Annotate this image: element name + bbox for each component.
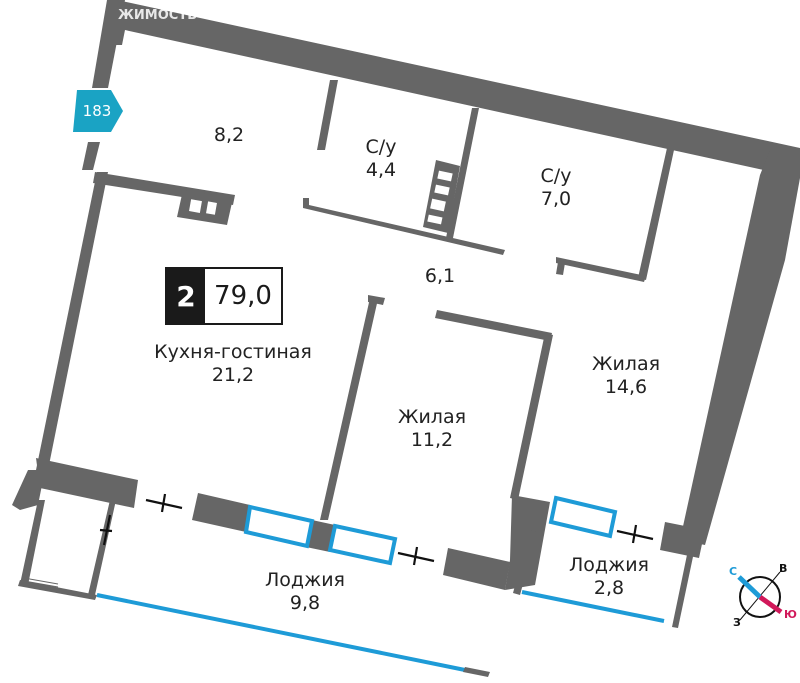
- outer-wall-left: [36, 172, 108, 470]
- loggia1-bottom-small: [18, 580, 97, 600]
- loggia2-left-wall: [513, 530, 537, 595]
- loggia1-partition: [88, 500, 116, 595]
- room-name: Жилая: [397, 406, 467, 428]
- vent-shaft: [177, 190, 233, 225]
- compass-south-label: Ю: [784, 608, 797, 621]
- compass-east-label: В: [779, 562, 788, 575]
- room-name: Кухня-гостиная: [154, 341, 312, 363]
- compass-north-label: С: [729, 565, 738, 578]
- south-wall-block-1: [192, 493, 250, 532]
- room-area: 2,8: [593, 577, 625, 599]
- room-area: 6,1: [424, 265, 456, 287]
- outer-wall-left-mid: [82, 142, 100, 170]
- room-area: 14,6: [604, 376, 648, 398]
- pentagon-badge-icon: [73, 90, 123, 132]
- bath2-door-stub: [556, 262, 565, 275]
- loggia2-right-wall: [672, 550, 694, 628]
- room-area: 8,2: [213, 124, 245, 146]
- south-corner-block: [12, 470, 45, 510]
- area-summary: 2 79,0: [165, 267, 283, 325]
- compass-icon: [737, 571, 783, 621]
- room-area: 11,2: [410, 429, 454, 451]
- room-loggia-1: Лоджия 9,8: [265, 569, 345, 615]
- south-wall-block-3: [443, 548, 510, 590]
- south-wall-block-5: [660, 522, 705, 558]
- apartment-number-badge: 183: [73, 90, 125, 132]
- room-bathroom-1: С/у 4,4: [366, 136, 397, 182]
- bedroom1-right-wall: [510, 333, 553, 500]
- outer-wall-top: [107, 0, 800, 178]
- south-wall-left: [36, 458, 138, 508]
- bath2-right-wall: [638, 148, 674, 280]
- side-window: [23, 577, 59, 588]
- window-3: [548, 495, 618, 539]
- door-symbol-2: [397, 546, 435, 566]
- room-name: Лоджия: [569, 554, 649, 576]
- room-name: С/у: [365, 136, 397, 158]
- room-bathroom-2: С/у 7,0: [541, 165, 572, 211]
- bedroom1-top-wall: [435, 310, 552, 341]
- room-kitchen-living: Кухня-гостиная 21,2: [154, 341, 312, 387]
- window-1: [243, 504, 315, 549]
- outer-wall-left-upper: [92, 0, 125, 88]
- door-symbol-3: [616, 524, 654, 544]
- room-loggia-2: Лоджия 2,8: [569, 554, 649, 600]
- outer-wall-right: [680, 150, 800, 545]
- bedroom1-left-wall: [320, 298, 378, 520]
- room-area: 9,8: [289, 592, 321, 614]
- compass-west-label: З: [733, 616, 741, 629]
- watermark: ЖИМОСТЬ: [118, 8, 198, 23]
- bath1-bottom-wall: [303, 198, 505, 255]
- total-area: 79,0: [205, 269, 281, 323]
- room-bedroom-2: Жилая 14,6: [592, 353, 660, 399]
- room-bedroom-1: Жилая 11,2: [398, 406, 466, 452]
- room-name: Жилая: [591, 353, 661, 375]
- room-corridor: 6,1: [425, 265, 455, 288]
- apartment-number: 183: [82, 102, 112, 120]
- door-symbol-4: [99, 514, 113, 546]
- loggia2-glazing: [521, 590, 665, 623]
- window-2: [327, 523, 398, 566]
- room-area: 4,4: [365, 159, 397, 181]
- south-wall-block-2: [306, 520, 335, 552]
- partition-hall-bath: [317, 80, 338, 150]
- room-area: 21,2: [211, 364, 255, 386]
- loggia1-left-wall: [20, 500, 45, 585]
- partition-bath1-bath2: [446, 108, 479, 238]
- room-name: С/у: [540, 165, 572, 187]
- room-area: 7,0: [540, 188, 572, 210]
- room-hall: 8,2: [214, 124, 244, 147]
- room-name: Лоджия: [265, 569, 345, 591]
- loggia1-glazing: [96, 593, 466, 672]
- loggia1-end: [463, 667, 490, 677]
- bath2-bottom-wall: [556, 257, 646, 282]
- door-symbol-1: [145, 493, 183, 513]
- room-count: 2: [167, 269, 205, 323]
